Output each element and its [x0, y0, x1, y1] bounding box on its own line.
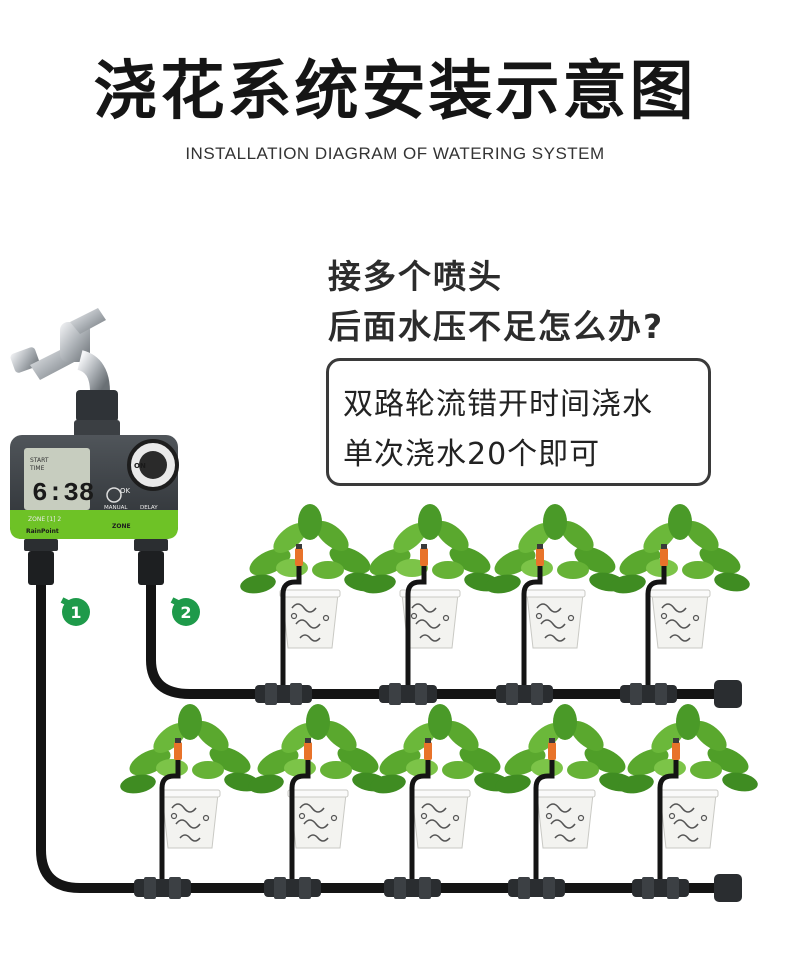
answer-box: 双路轮流错开时间浇水 单次浇水20个即可: [326, 358, 711, 486]
pipe-line-2: [146, 585, 725, 699]
lcd-label-time: TIME: [29, 465, 45, 472]
end-cap-lower: [714, 874, 742, 902]
page-title: 浇花系统安装示意图: [93, 55, 697, 129]
lcd-label-start: START: [30, 457, 49, 464]
manual-label: MANUAL: [104, 505, 128, 511]
answer-line-1: 双路轮流错开时间浇水: [343, 387, 653, 422]
end-cap-upper: [714, 680, 742, 708]
ok-label: OK: [120, 487, 131, 495]
upper-row: [237, 503, 753, 708]
ok-button[interactable]: [106, 487, 122, 503]
lcd-zone-label: ZONE [1] 2: [28, 516, 61, 523]
lcd-time-display: 6:38: [32, 478, 94, 508]
outlet-badge-2: 2: [170, 597, 200, 626]
svg-text:1: 1: [70, 603, 81, 622]
outlet-coupling-2: [134, 539, 168, 585]
brand-logo-text: RainPoint: [26, 528, 59, 535]
lcd-screen: [24, 448, 90, 510]
zone-button-label: ZONE: [112, 523, 131, 530]
watering-timer: START TIME 6:38 ZONE [1] 2 RainPoint OK …: [10, 435, 179, 539]
lower-row: [117, 703, 761, 902]
outlet-coupling-1: [24, 539, 58, 585]
delay-label: DELAY: [140, 505, 158, 511]
question-line-1: 接多个喷头: [328, 257, 503, 296]
outlet-badge-1: 1: [60, 597, 90, 626]
page-subtitle: INSTALLATION DIAGRAM OF WATERING SYSTEM: [185, 144, 605, 163]
answer-line-2: 单次浇水20个即可: [343, 437, 601, 472]
dial-on-label: ON: [134, 462, 146, 470]
pipe-line-1: [36, 585, 725, 893]
question-line-2: 后面水压不足怎么办?: [328, 307, 665, 346]
faucet: [10, 308, 120, 438]
svg-text:2: 2: [180, 603, 191, 622]
